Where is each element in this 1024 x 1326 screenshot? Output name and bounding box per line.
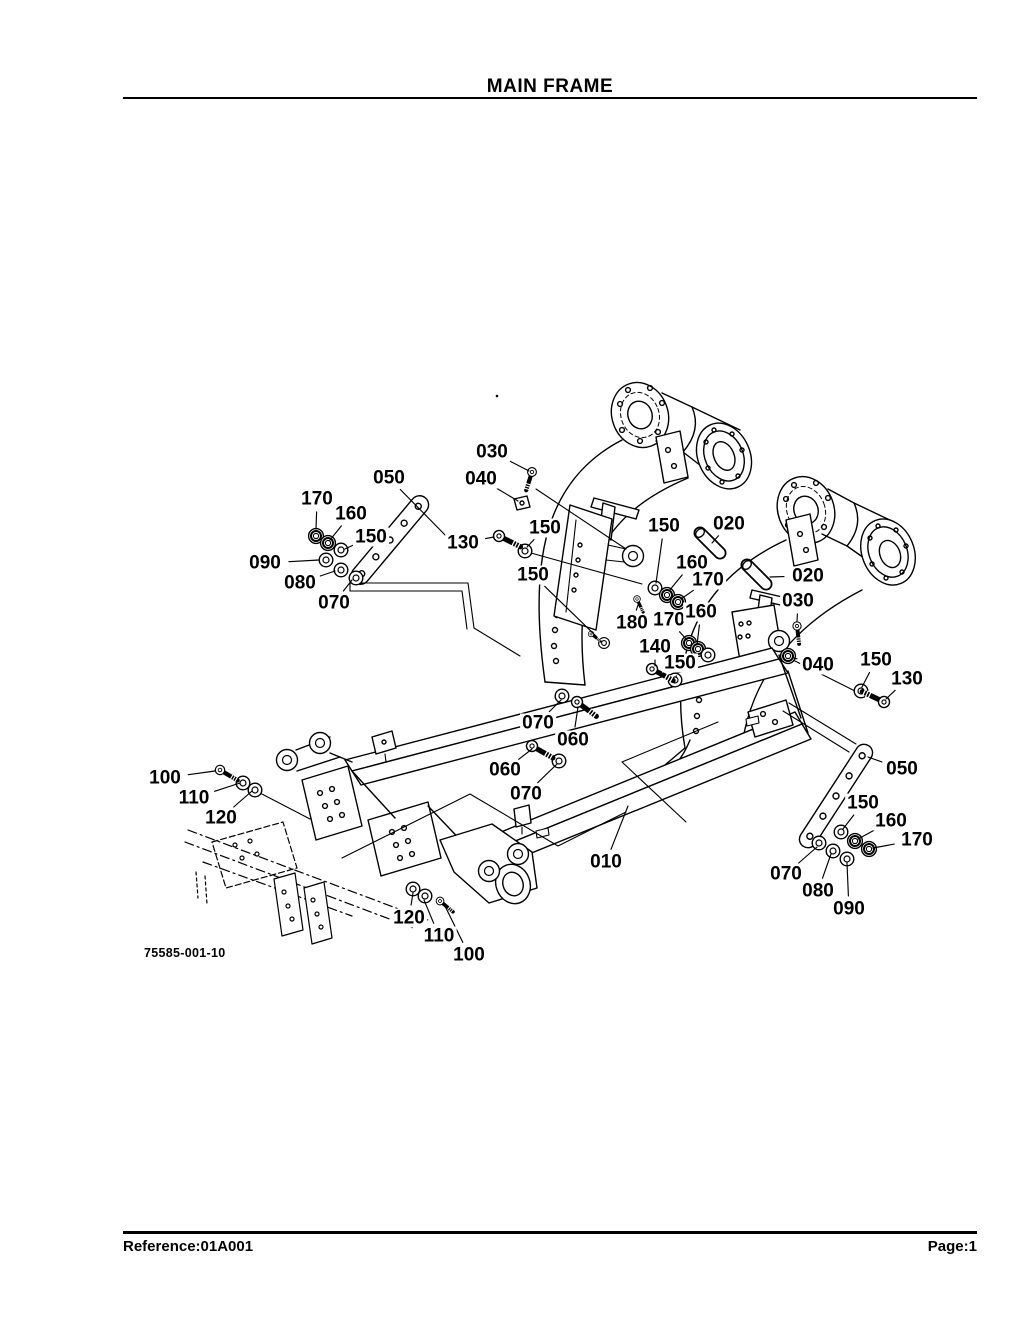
- callout-170: 170: [690, 569, 726, 591]
- nut-040: [779, 647, 797, 665]
- callout-080: 080: [282, 572, 318, 594]
- callout-150: 150: [845, 792, 881, 814]
- callout-050: 050: [884, 758, 920, 780]
- bolt-100: [214, 764, 240, 785]
- support-strap-right: [798, 743, 874, 849]
- callout-020: 020: [790, 565, 826, 587]
- callout-160: 160: [333, 503, 369, 525]
- hidden-frame-section: [184, 821, 429, 945]
- bolt-030: [790, 619, 806, 647]
- nut-160: [846, 832, 864, 850]
- callout-170: 170: [651, 609, 687, 631]
- page-title: MAIN FRAME: [486, 76, 614, 97]
- washer-150: [700, 647, 716, 663]
- callout-050: 050: [371, 467, 407, 489]
- clevis-pin-020-b: [740, 558, 773, 591]
- callout-100: 100: [451, 944, 487, 966]
- callout-110: 110: [176, 787, 212, 809]
- bolt-150-pilot: [585, 628, 604, 645]
- callout-150: 150: [646, 515, 682, 537]
- washer-150-small: [597, 636, 611, 650]
- callout-170: 170: [299, 488, 335, 510]
- washer-150: [833, 824, 849, 840]
- callout-030: 030: [780, 590, 816, 612]
- callout-040: 040: [800, 654, 836, 676]
- nut-040: [513, 495, 531, 511]
- callout-010: 010: [588, 851, 624, 873]
- washer-120: [247, 782, 263, 798]
- callout-100: 100: [147, 767, 183, 789]
- washer-110: [417, 888, 433, 904]
- callout-150: 150: [527, 517, 563, 539]
- callout-120: 120: [203, 807, 239, 829]
- nut-160: [319, 534, 337, 552]
- callout-150: 150: [662, 652, 698, 674]
- mount-tower-left: [553, 497, 645, 631]
- callout-030: 030: [474, 441, 510, 463]
- callout-040: 040: [463, 468, 499, 490]
- callout-160: 160: [683, 601, 719, 623]
- hardware: [214, 466, 892, 917]
- callout-160: 160: [873, 810, 909, 832]
- washer-150: [333, 542, 349, 558]
- callout-130: 130: [445, 532, 481, 554]
- callout-070: 070: [520, 712, 556, 734]
- bolt-100: [432, 893, 458, 917]
- callout-130: 130: [889, 668, 925, 690]
- callout-110: 110: [421, 925, 457, 947]
- washer-070: [811, 835, 827, 851]
- callout-060: 060: [555, 729, 591, 751]
- washer-070: [348, 570, 364, 586]
- callout-060: 060: [487, 759, 523, 781]
- clevis-pin-020-a: [693, 526, 727, 560]
- callout-170: 170: [899, 829, 935, 851]
- drawing-number: 75585-001-10: [144, 946, 226, 960]
- print-dot: [495, 394, 499, 398]
- callout-090: 090: [831, 898, 867, 920]
- bolt-130: [492, 529, 523, 552]
- callout-070: 070: [508, 783, 544, 805]
- callout-070: 070: [768, 863, 804, 885]
- bolt-180: [631, 593, 648, 616]
- header-rule: [123, 97, 977, 99]
- leader-lines: [187, 460, 896, 943]
- callout-180: 180: [614, 612, 650, 634]
- callout-120: 120: [391, 907, 427, 929]
- callout-020: 020: [711, 513, 747, 535]
- axle-housing-left: [610, 381, 753, 490]
- washer-080: [333, 562, 349, 578]
- callout-160: 160: [674, 552, 710, 574]
- callout-150: 150: [353, 526, 389, 548]
- footer-page-number: Page:1: [927, 1238, 977, 1255]
- callout-140: 140: [637, 636, 673, 658]
- main-frame: [275, 647, 812, 905]
- nut-170: [860, 840, 878, 858]
- reference-lines: [259, 488, 857, 859]
- callout-150: 150: [515, 564, 551, 586]
- washer-070: [554, 688, 570, 704]
- callout-150: 150: [858, 649, 894, 671]
- footer-reference: Reference:01A001: [123, 1238, 254, 1255]
- bolt-030: [522, 466, 537, 491]
- footer-rule: [123, 1231, 977, 1234]
- axle-housing-right: [776, 475, 916, 586]
- callout-080: 080: [800, 880, 836, 902]
- callout-090: 090: [247, 552, 283, 574]
- washer-090: [318, 552, 334, 568]
- washer-080: [825, 843, 841, 859]
- callout-070: 070: [316, 592, 352, 614]
